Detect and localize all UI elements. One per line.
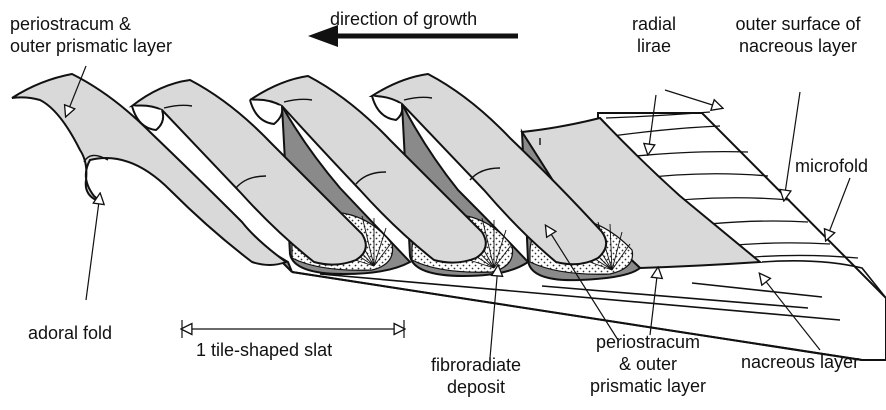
label-line: deposit [418, 376, 534, 398]
label-line: outer surface of [718, 13, 878, 35]
label-line: periostracum & [10, 13, 172, 35]
label-nacreous-layer: nacreous layer [741, 351, 859, 373]
leader-lirae-1 [665, 90, 722, 108]
leader-microfold [826, 178, 850, 240]
label-periostracum-top: periostracum & outer prismatic layer [10, 13, 172, 57]
label-line: fibroradiate [418, 354, 534, 376]
label-direction: direction of growth [330, 8, 477, 30]
label-line: outer prismatic layer [10, 35, 172, 57]
leader-adoral-fold [86, 194, 100, 300]
label-periostracum-bottom: periostracum & outer prismatic layer [570, 331, 726, 397]
label-microfold: microfold [795, 155, 868, 177]
label-line: nacreous layer [718, 35, 878, 57]
label-line: prismatic layer [570, 375, 726, 397]
label-radial-lirae: radial lirae [620, 13, 688, 57]
label-outer-surface: outer surface of nacreous layer [718, 13, 878, 57]
label-line: radial [620, 13, 688, 35]
label-line: & outer [570, 353, 726, 375]
leader-outer-surface [784, 92, 800, 200]
label-adoral-fold: adoral fold [28, 322, 112, 344]
label-slat: 1 tile-shaped slat [196, 339, 332, 361]
label-line: periostracum [570, 331, 726, 353]
label-line: lirae [620, 35, 688, 57]
label-fibroradiate: fibroradiate deposit [418, 354, 534, 398]
